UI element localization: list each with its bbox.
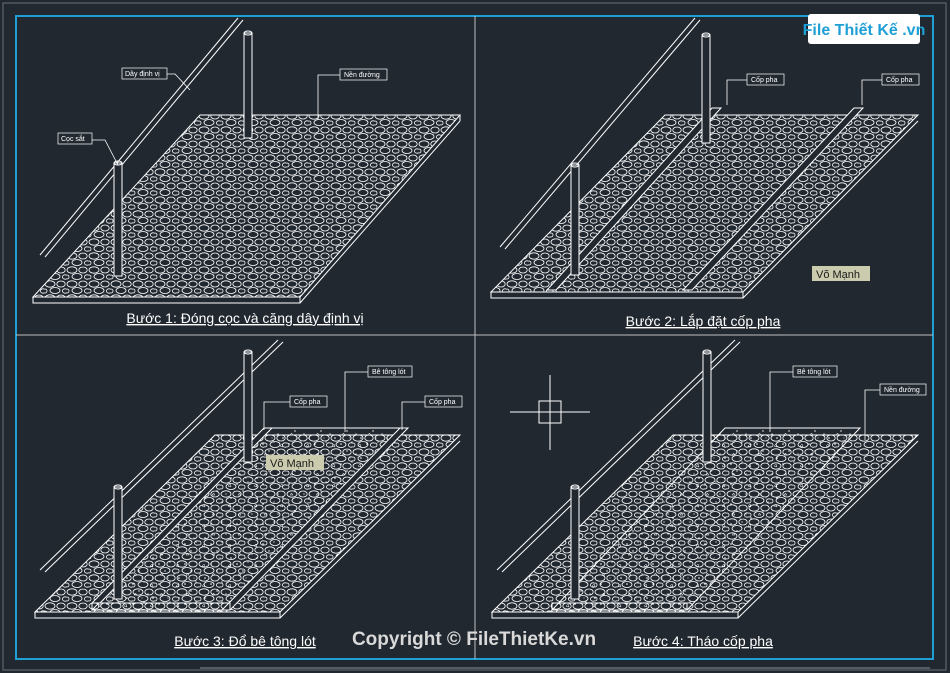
- leader-2a: [726, 79, 747, 105]
- panel-step-4: Bê tông lót Nền đường Bước 4: Tháo cốp p…: [490, 339, 927, 649]
- road-base-edge-1: [32, 296, 301, 304]
- panel-step-2: Cốp pha Cốp pha Võ Mạnh Bước 2: Lắp đặt …: [489, 17, 920, 329]
- leader-1c: [92, 139, 119, 166]
- steel-stake-4b: [702, 351, 712, 463]
- locating-string-2b: [504, 19, 701, 250]
- locating-string-1b: [44, 19, 244, 258]
- label-road-base: Nền đường: [344, 70, 380, 79]
- road-base-edge-2: [490, 291, 744, 299]
- label-locating-string: Dây định vị: [125, 71, 160, 78]
- steel-stake-4a: [570, 486, 580, 600]
- steel-stake-2a: [570, 164, 580, 276]
- caption-step-1: Bước 1: Đóng cọc và căng dây định vị: [126, 310, 363, 326]
- label-box-4b: [879, 383, 927, 396]
- leader-3b: [344, 371, 368, 432]
- label-steel-stake: Cọc sắt: [61, 134, 85, 143]
- steel-stake-1a: [113, 162, 123, 277]
- locating-string-1: [39, 17, 239, 256]
- label-box-1b: [339, 68, 388, 81]
- steel-stake-3b: [243, 351, 253, 463]
- label-box-3a: [289, 395, 328, 408]
- label-formwork-3b: Cốp pha: [429, 397, 456, 406]
- leader-3a: [263, 401, 290, 430]
- locating-string-3: [39, 339, 279, 571]
- road-base-side-1: [299, 120, 461, 304]
- label-box-2a: [746, 73, 785, 86]
- watermark-box-3: [266, 455, 324, 470]
- logo-background: [808, 14, 920, 44]
- logo: File Thiết Kế .vn: [803, 14, 926, 44]
- formwork-left-2: [545, 107, 723, 291]
- stake-top-2a: [570, 162, 580, 168]
- road-base-1: [31, 114, 462, 298]
- road-base-edge-3: [34, 611, 281, 619]
- watermark-3: Võ Mạnh: [270, 458, 314, 470]
- watermark-2: Võ Mạnh: [816, 269, 860, 281]
- panel-step-1: Dây định vị Nền đường Cọc sắt Bước 1: Đó…: [31, 17, 462, 326]
- steel-stake-1b: [243, 32, 253, 139]
- stake-top-4b: [702, 349, 712, 355]
- label-formwork-2b: Cốp pha: [886, 75, 913, 84]
- label-box-2b: [881, 73, 920, 86]
- locating-string-2: [499, 17, 696, 248]
- road-base-side-3: [279, 440, 461, 619]
- label-box-3b: [367, 365, 413, 378]
- panel-step-3: Cốp pha Bê tông lót Cốp pha Võ Mạnh Bước…: [33, 339, 463, 649]
- road-base-edge-4: [491, 611, 739, 619]
- leader-1a: [165, 73, 191, 91]
- stake-top-4a: [570, 484, 580, 490]
- concrete-edge-4: [551, 602, 688, 611]
- watermark-box-2: [812, 266, 870, 281]
- leader-4a: [769, 371, 793, 432]
- label-lean-concrete-4: Bê tông lót: [797, 369, 831, 376]
- stake-top-3b: [243, 349, 253, 355]
- label-box-3c: [424, 395, 463, 408]
- copyright-text: Copyright © FileThietKe.vn: [352, 629, 596, 650]
- leader-1b: [317, 74, 340, 120]
- leader-3c: [401, 401, 425, 430]
- stake-top-2b: [701, 32, 711, 38]
- steel-stake-3a: [113, 486, 123, 600]
- label-formwork-3a: Cốp pha: [294, 397, 321, 406]
- caption-step-4: Bước 4: Tháo cốp pha: [633, 633, 773, 649]
- stake-top-3a: [113, 484, 123, 490]
- road-base-side-4: [737, 440, 919, 619]
- caption-step-2: Bước 2: Lắp đặt cốp pha: [626, 313, 781, 329]
- caption-step-3: Bước 3: Đổ bê tông lót: [174, 633, 316, 649]
- leader-4b: [864, 389, 880, 440]
- locating-string-4b: [501, 341, 741, 573]
- label-box-1a: [121, 67, 168, 80]
- road-base-side-2: [742, 120, 919, 299]
- concrete-edge-3: [91, 602, 231, 611]
- locating-string-4: [496, 339, 736, 571]
- label-road-base-4: Nền đường: [884, 385, 920, 394]
- formwork-right-2: [681, 107, 865, 291]
- stake-top-1b: [243, 30, 253, 36]
- label-box-1c: [57, 132, 93, 145]
- leader-2b: [861, 79, 882, 105]
- logo-text: File Thiết Kế .vn: [803, 22, 926, 39]
- steel-stake-2b: [701, 34, 711, 144]
- label-box-4a: [792, 365, 838, 378]
- crosshair-cursor-icon: [510, 375, 590, 450]
- locating-string-3b: [44, 341, 284, 573]
- label-lean-concrete-3: Bê tông lót: [372, 369, 406, 376]
- label-formwork-2a: Cốp pha: [751, 75, 778, 84]
